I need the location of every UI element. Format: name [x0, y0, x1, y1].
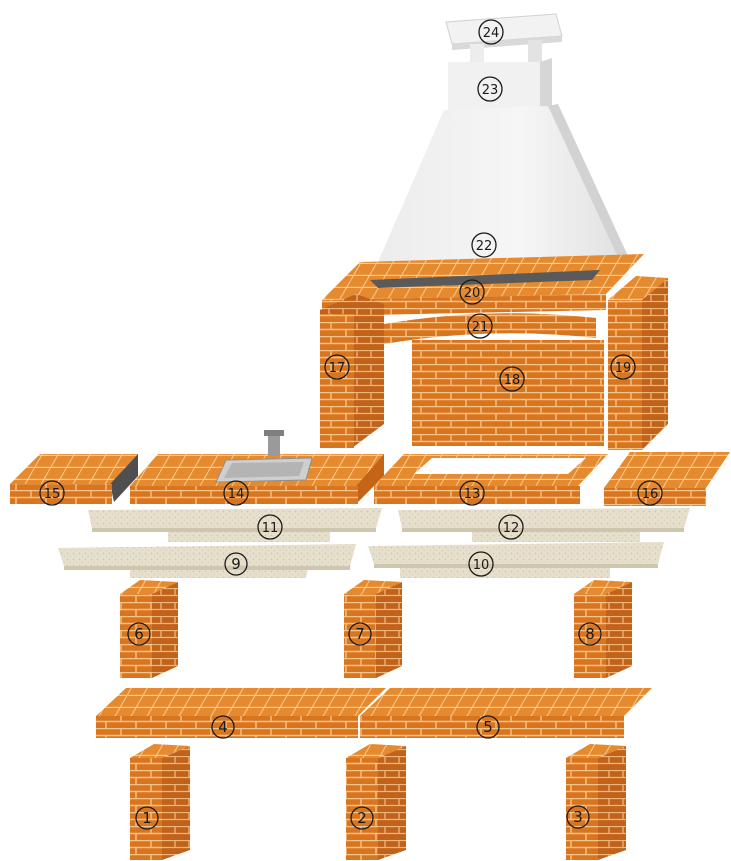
lintel-9	[58, 544, 356, 578]
label-part-12: 12	[503, 521, 520, 536]
label-part-15: 15	[44, 487, 61, 502]
label-part-11: 11	[262, 521, 279, 536]
firebox-back-wall	[412, 340, 604, 446]
label-part-7: 7	[355, 625, 365, 643]
grill-frame	[374, 454, 608, 504]
chimney-flue	[448, 58, 552, 112]
counter-slab-left	[10, 454, 138, 504]
label-part-20: 20	[464, 286, 481, 301]
label-part-6: 6	[134, 625, 144, 643]
lintel-10	[368, 542, 664, 578]
counter-slab-right	[604, 452, 730, 506]
label-part-4: 4	[218, 718, 228, 736]
label-part-8: 8	[585, 625, 595, 643]
lintel-12	[398, 508, 690, 542]
firebox-arch	[384, 313, 596, 344]
label-part-16: 16	[642, 487, 659, 502]
base-slab-4	[96, 688, 386, 738]
label-part-3: 3	[573, 808, 583, 826]
pillar-8	[574, 580, 632, 678]
base-slab-5	[360, 688, 652, 738]
label-part-18: 18	[504, 373, 521, 388]
label-part-13: 13	[464, 487, 481, 502]
label-part-2: 2	[357, 809, 367, 827]
lintel-11	[88, 508, 382, 542]
label-part-9: 9	[231, 555, 241, 573]
label-part-23: 23	[482, 83, 499, 98]
smoke-hood	[372, 104, 628, 282]
pillar-1	[130, 744, 190, 860]
pillar-2	[346, 744, 406, 860]
label-part-22: 22	[476, 239, 493, 254]
label-part-21: 21	[472, 320, 489, 335]
chimney-cap	[446, 14, 562, 66]
label-part-1: 1	[142, 809, 152, 827]
label-part-5: 5	[483, 718, 493, 736]
pillar-3	[566, 744, 626, 860]
label-part-19: 19	[615, 361, 632, 376]
label-part-24: 24	[483, 26, 500, 41]
label-part-17: 17	[329, 361, 346, 376]
pillar-7	[344, 580, 402, 678]
label-part-10: 10	[473, 558, 490, 573]
label-part-14: 14	[228, 487, 245, 502]
